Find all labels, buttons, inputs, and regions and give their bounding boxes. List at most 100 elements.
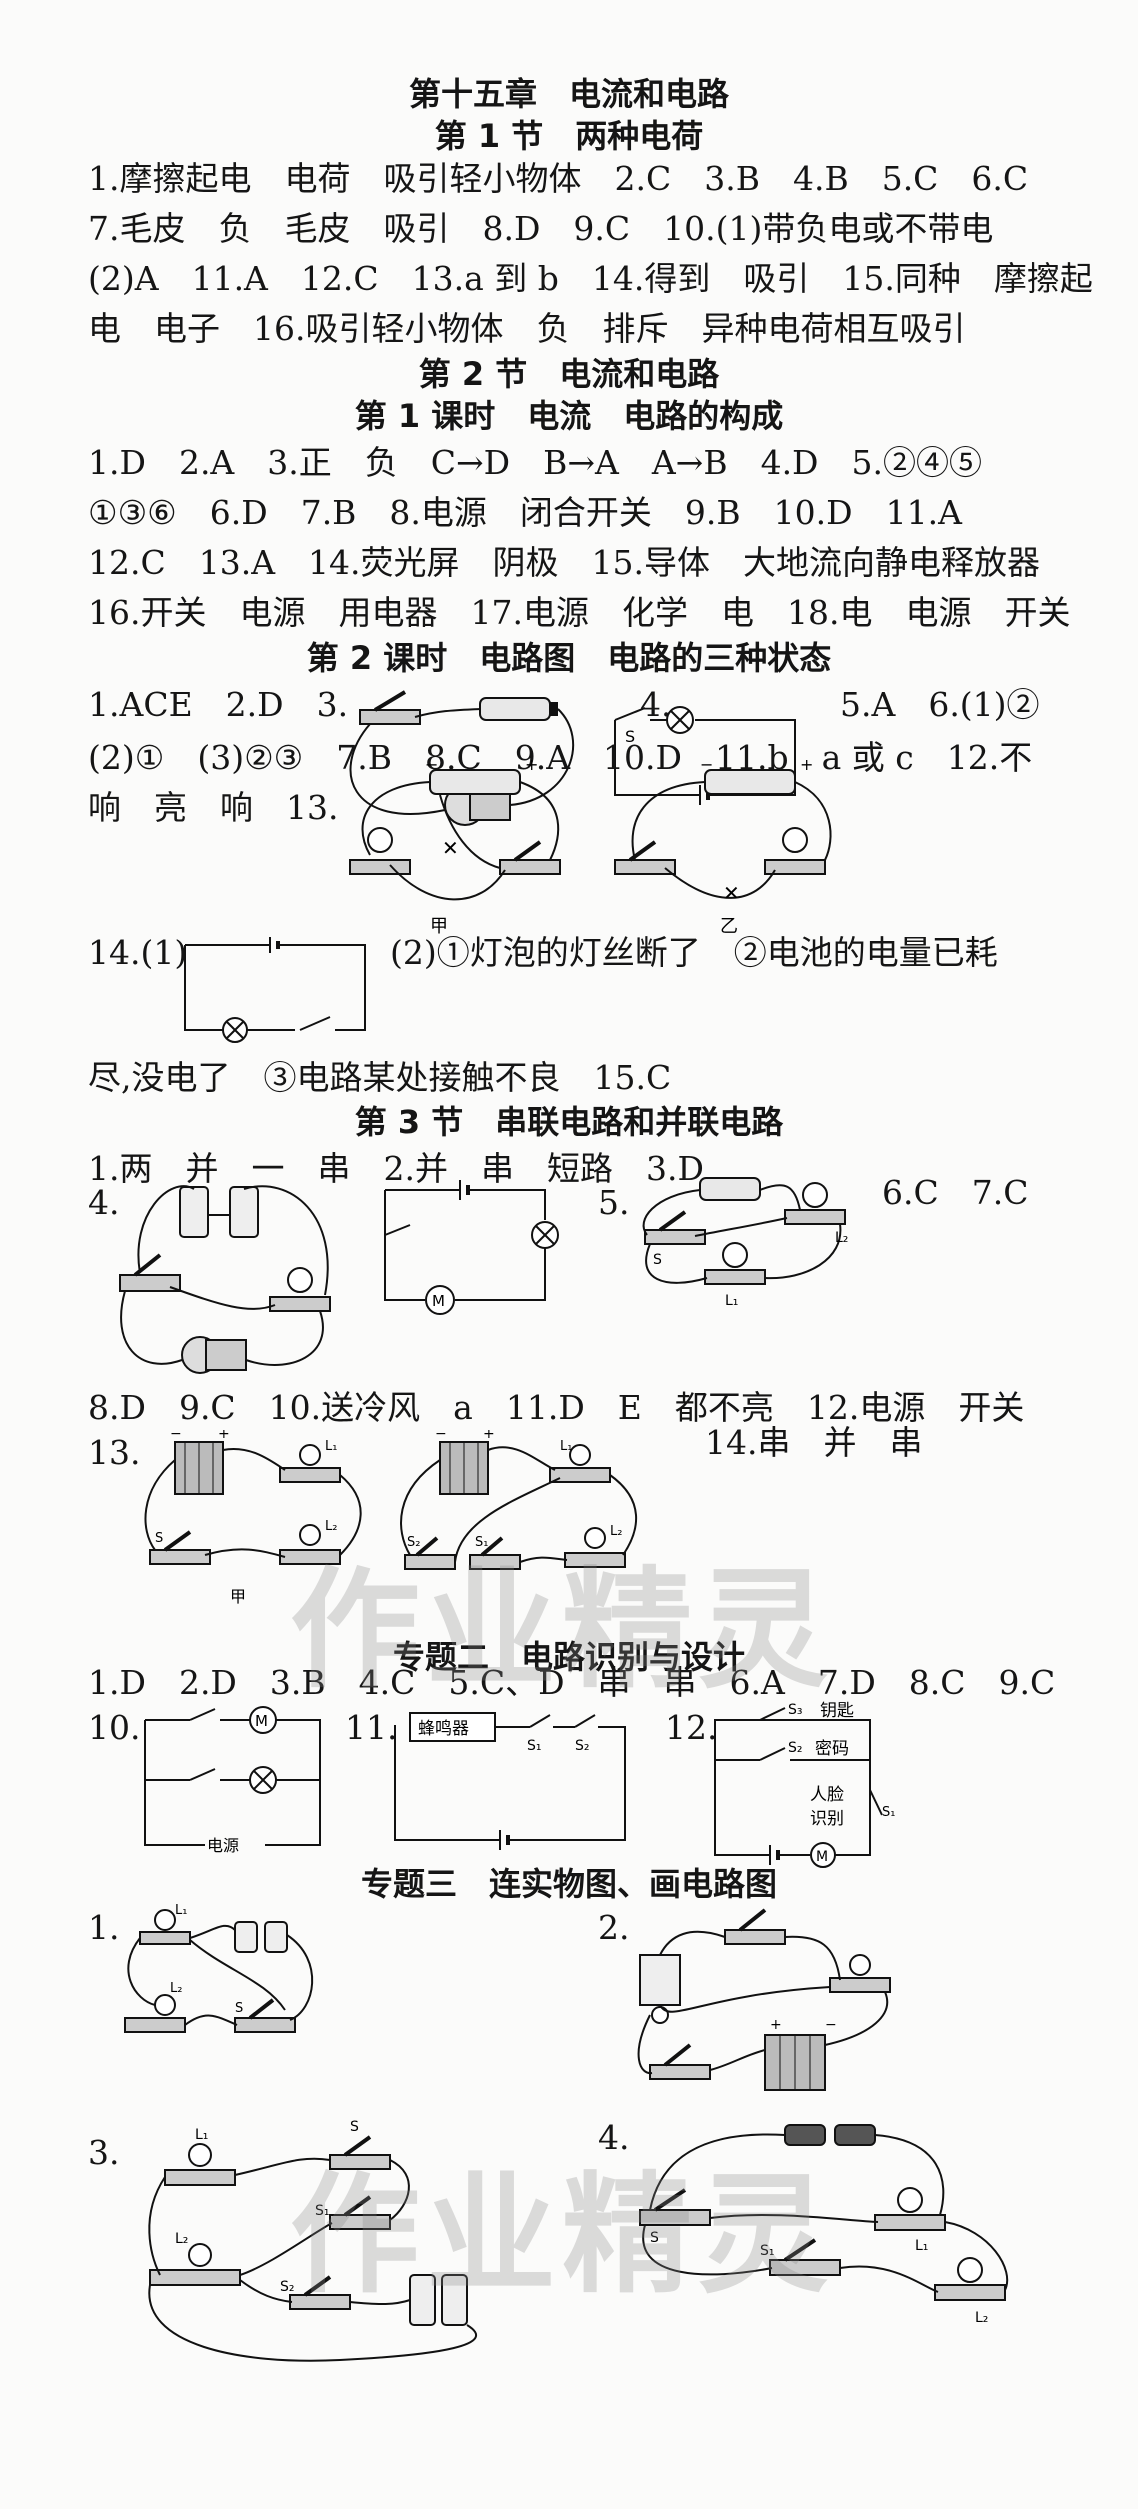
answer-line: 2. [598, 1908, 630, 1947]
svg-text:电源: 电源 [207, 1836, 239, 1855]
figure-motor-lamp-diagram: M [375, 1180, 575, 1320]
svg-text:钥匙: 钥匙 [820, 1701, 854, 1721]
svg-text:L₂: L₂ [325, 1519, 337, 1534]
svg-text:L₁: L₁ [915, 2238, 928, 2254]
motor-label: M [432, 1292, 445, 1310]
answer-line: 14.(1) [88, 933, 188, 972]
svg-text:L₁: L₁ [325, 1439, 337, 1454]
answer-line: 尽,没电了 ③电路某处接触不良 15.C [88, 1058, 672, 1097]
answer-line: 1.摩擦起电 电荷 吸引轻小物体 2.C 3.B 4.B 5.C 6.C [88, 159, 1029, 198]
svg-text:人脸: 人脸 [810, 1785, 844, 1805]
section-2-title: 第 2 节 电流和电路 [418, 355, 720, 393]
figure-circuit-14 [175, 935, 375, 1045]
answer-line: 12.C 13.A 14.荧光屏 阴极 15.导体 大地流向静电释放器 [88, 543, 1041, 582]
svg-text:L₂: L₂ [175, 2231, 188, 2247]
svg-text:L₁: L₁ [560, 1439, 572, 1454]
svg-text:−: − [170, 1430, 182, 1442]
answer-line: 13. [88, 1433, 141, 1472]
answer-line: 1. [88, 1908, 120, 1947]
svg-text:S₂: S₂ [407, 1535, 420, 1550]
svg-text:+: + [770, 2017, 782, 2033]
figure-topic3-2: + − [630, 1895, 910, 2105]
topic-2-title: 专题二 电路识别与设计 [392, 1638, 745, 1676]
svg-text:S₃: S₃ [788, 1702, 803, 1718]
answer-line: 5. [598, 1183, 630, 1222]
answer-line: 7.毛皮 负 毛皮 吸引 8.D 9.C 10.(1)带负电或不带电 [88, 209, 994, 248]
lesson-1-title: 第 1 课时 电流 电路的构成 [354, 397, 784, 435]
svg-text:−: − [435, 1430, 447, 1442]
svg-text:M: M [255, 1712, 268, 1730]
answer-line: 电 电子 16.吸引轻小物体 负 排斥 异种电荷相互吸引 [88, 309, 966, 348]
figure-topic3-3: L₁ L₂ S S₁ S₂ [140, 2115, 560, 2375]
answer-line: 1.D 2.D 3.B 4.C 5.C、D 串 串 6.A 7.D 8.C 9.… [88, 1663, 1056, 1702]
svg-text:L₂: L₂ [610, 1524, 622, 1539]
svg-text:L₂: L₂ [170, 1981, 182, 1996]
figure-topic2-10: M 电源 [135, 1705, 335, 1865]
svg-text:L₁: L₁ [195, 2127, 208, 2143]
svg-text:S₁: S₁ [882, 1805, 895, 1820]
figure-circuit-jia: − + ✕ 甲 [330, 760, 570, 940]
answer-line: 1.两 并 一 串 2.并 串 短路 3.D [88, 1149, 704, 1188]
svg-text:甲: 甲 [230, 1587, 246, 1606]
svg-text:+: + [800, 760, 813, 774]
answer-line: 12. [665, 1708, 718, 1747]
section-3-title: 第 3 节 串联电路和并联电路 [354, 1103, 784, 1141]
chapter-title: 第十五章 电流和电路 [408, 75, 729, 113]
svg-text:密码: 密码 [815, 1739, 849, 1759]
answer-line: 8.D 9.C 10.送冷风 a 11.D E 都不亮 12.电源 开关 [88, 1388, 1025, 1427]
watermark: 作业精灵 [290, 1554, 835, 1706]
answer-line: 响 亮 响 13. [88, 788, 339, 827]
svg-text:L₂: L₂ [975, 2310, 988, 2326]
answer-line: 11. [345, 1708, 398, 1747]
section-1-title: 第 1 节 两种电荷 [434, 117, 704, 155]
figure-topic2-11: 蜂鸣器 S₁ S₂ [385, 1705, 635, 1855]
svg-text:S: S [235, 2001, 243, 2016]
svg-text:M: M [816, 1849, 828, 1865]
svg-text:S₂: S₂ [788, 1740, 803, 1756]
label-yi: 乙 [720, 916, 738, 937]
svg-text:识别: 识别 [810, 1809, 844, 1829]
svg-text:L₁: L₁ [725, 1293, 738, 1309]
label-jia: 甲 [430, 916, 448, 937]
answer-line: (2)①灯泡的灯丝断了 ②电池的电量已耗 [390, 933, 998, 972]
svg-text:S₂: S₂ [280, 2279, 295, 2295]
topic-3-title: 专题三 连实物图、画电路图 [360, 1865, 777, 1903]
svg-text:−: − [425, 760, 438, 774]
answer-line: 10. [88, 1708, 141, 1747]
svg-text:L₂: L₂ [835, 1230, 848, 1246]
answer-line: 4. [88, 1183, 120, 1222]
figure-topic2-12: M S₃ 钥匙 S₂ 密码 人脸 识别 S₁ [710, 1700, 900, 1870]
svg-text:−: − [825, 2017, 837, 2033]
figure-topic3-4: S S₁ L₁ L₂ [620, 2110, 1040, 2330]
figure-topic3-1: L₁ L₂ S [115, 1900, 335, 2060]
answer-line: 14.串 并 串 [705, 1423, 923, 1462]
watermark: 作业精灵 [290, 2159, 835, 2311]
figure-13-jia: − + L₁ L₂ S 甲 [130, 1430, 370, 1610]
answer-line: 16.开关 电源 用电器 17.电源 化学 电 18.电 电源 开关 [88, 593, 1071, 632]
switch-label-s: S [625, 727, 635, 746]
figure-fan-circuit [110, 1175, 350, 1385]
svg-text:S₁: S₁ [760, 2243, 775, 2259]
svg-text:S: S [650, 2230, 659, 2246]
figure-two-lamps: S L₁ L₂ [625, 1170, 865, 1330]
answer-line: 1.D 2.A 3.正 负 C→D B→A A→B 4.D 5.②④⑤ [88, 443, 982, 482]
svg-text:+: + [525, 760, 538, 774]
svg-text:−: − [700, 760, 713, 774]
svg-text:S: S [155, 1531, 163, 1546]
svg-text:S: S [350, 2119, 359, 2135]
svg-text:S: S [653, 1252, 662, 1268]
answer-line: 4. [598, 2118, 630, 2157]
answer-line: 3. [88, 2133, 120, 2172]
answer-line: 6.C 7.C [882, 1173, 1029, 1212]
svg-text:L₁: L₁ [175, 1903, 187, 1918]
svg-text:S₁: S₁ [475, 1535, 488, 1550]
answer-line: 1.ACE 2.D 3. [88, 685, 349, 724]
svg-text:S₁: S₁ [315, 2203, 330, 2219]
svg-text:S₁: S₁ [527, 1738, 542, 1754]
svg-text:+: + [483, 1430, 495, 1442]
lesson-2-title: 第 2 课时 电路图 电路的三种状态 [306, 639, 832, 677]
svg-text:+: + [218, 1430, 230, 1442]
svg-text:蜂鸣器: 蜂鸣器 [418, 1719, 469, 1739]
answer-line: (2)① (3)②③ 7.B 8.C 9.A 10.D 11.b a 或 c 1… [88, 738, 1033, 777]
